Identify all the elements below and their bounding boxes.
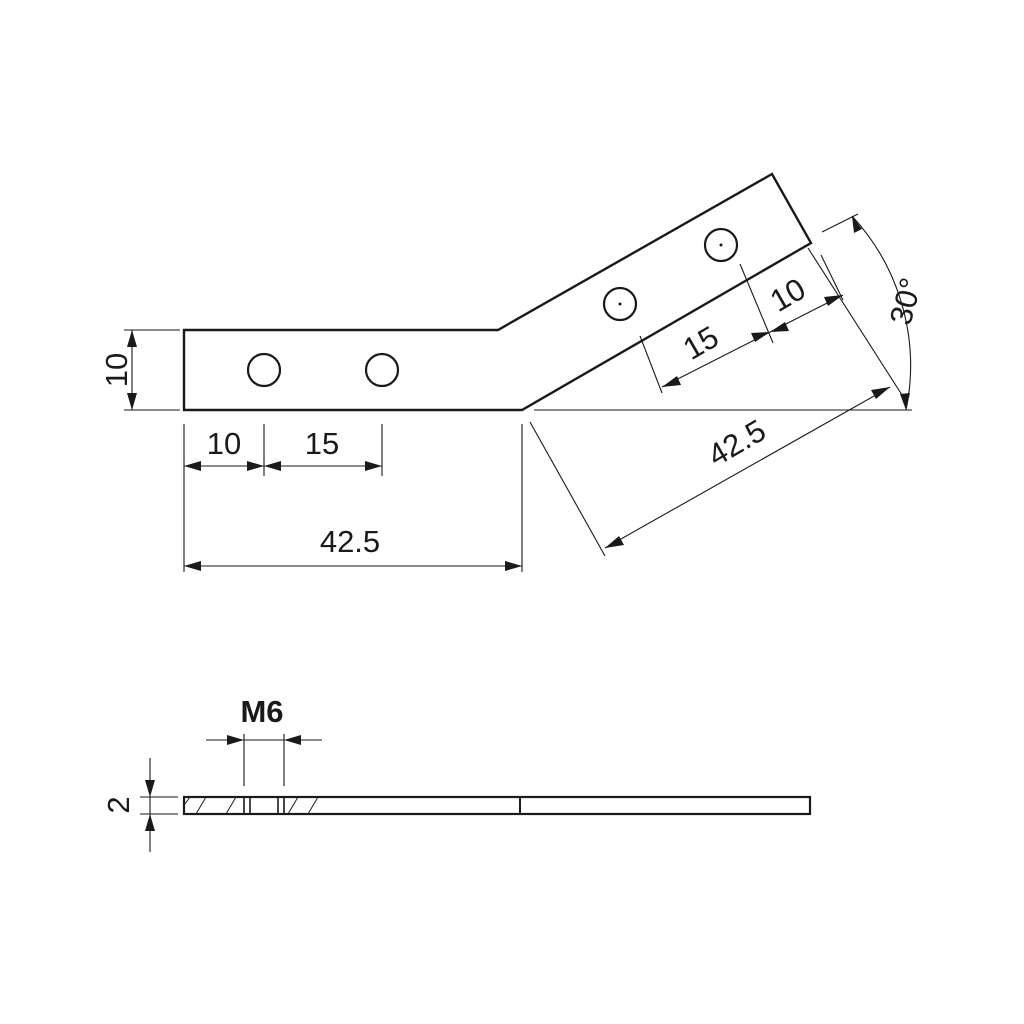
thread-dimension: M6 bbox=[206, 694, 322, 786]
hole-right-1 bbox=[602, 286, 638, 322]
hole-right-1-center bbox=[618, 302, 622, 306]
hole-left-1 bbox=[246, 352, 282, 388]
hole-left-2 bbox=[364, 352, 400, 388]
angle-label: 30° bbox=[883, 274, 929, 328]
plate-side-outline bbox=[182, 795, 812, 816]
threaded-hole-section bbox=[183, 796, 319, 815]
right-hole-dim-label-2: 10 bbox=[764, 271, 811, 319]
plate-outline bbox=[182, 172, 813, 412]
right-length-label: 42.5 bbox=[702, 413, 772, 473]
left-hole-dim-label-1: 10 bbox=[207, 426, 241, 461]
left-hole-dim-label-2: 15 bbox=[305, 426, 339, 461]
right-hole-dim-label-1: 15 bbox=[677, 319, 724, 367]
left-hole-dimensions: 10 15 bbox=[183, 424, 383, 572]
hole-right-2 bbox=[703, 227, 739, 263]
thickness-label: 2 bbox=[101, 796, 136, 813]
thickness-dimension: 2 bbox=[101, 758, 178, 852]
thread-label: M6 bbox=[240, 694, 283, 729]
angle-dimension: 30° bbox=[534, 213, 929, 411]
left-length-dimension: 42.5 bbox=[184, 424, 523, 572]
right-length-dimension: 42.5 bbox=[529, 247, 903, 557]
top-view: 10 10 15 42.5 bbox=[99, 172, 929, 572]
height-label: 10 bbox=[99, 353, 134, 387]
left-length-label: 42.5 bbox=[320, 524, 380, 559]
height-dimension: 10 bbox=[99, 329, 180, 411]
side-view: M6 2 bbox=[101, 694, 812, 852]
hole-right-2-center bbox=[719, 243, 723, 247]
